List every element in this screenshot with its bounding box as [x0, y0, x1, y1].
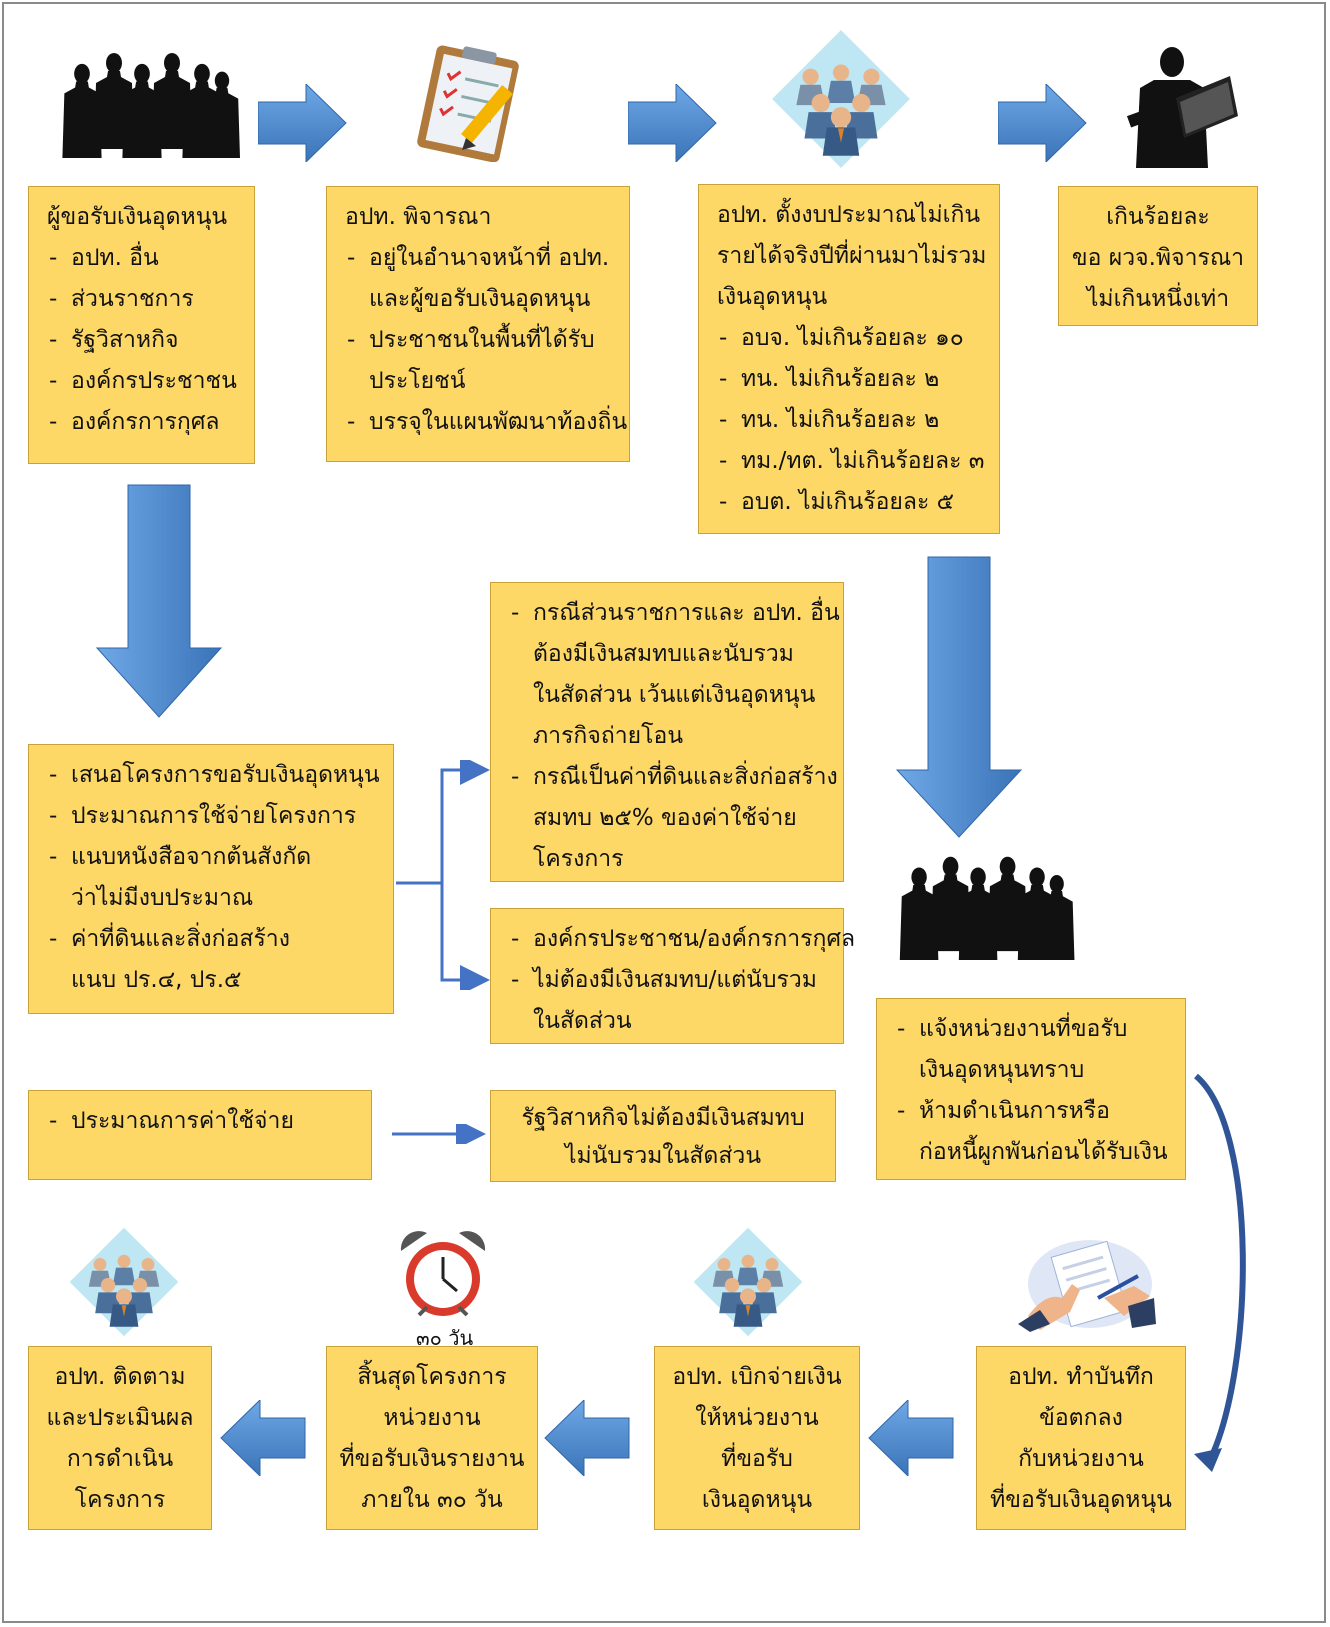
matching-fund-box: กรณีส่วนราชการและ อปท. อื่น ต้องมีเงินสม…: [490, 582, 844, 882]
list-item: ภารกิจถ่ายโอน: [533, 723, 684, 749]
list-item: แจ้งหน่วยงานที่ขอรับ: [895, 1009, 1171, 1050]
box-line: อปท. ทำบันทึก: [1008, 1364, 1154, 1390]
list-item: และผู้ขอรับเงินอุดหนุน: [369, 286, 591, 312]
monitor-evaluate-box: อปท. ติดตาม และประเมินผล การดำเนิน โครงก…: [28, 1346, 212, 1530]
box-line: เงินอุดหนุน: [701, 1487, 813, 1513]
connector-arrow: [392, 1124, 486, 1144]
list-item: ทน. ไม่เกินร้อยละ ๒: [717, 400, 985, 441]
alarm-clock-icon: [395, 1225, 491, 1321]
box-line: ที่ขอรับเงินอุดหนุน: [990, 1487, 1172, 1513]
box-line: เกินร้อยละ: [1106, 204, 1210, 230]
box-line: อปท. ติดตาม: [54, 1364, 186, 1390]
box-line: โครงการ: [74, 1487, 166, 1513]
arrow-right: [628, 84, 718, 162]
list-item: ประมาณการค่าใช้จ่าย: [47, 1101, 357, 1142]
list-item: อปท. อื่น: [47, 238, 240, 279]
list-item: ห้ามดำเนินการหรือ: [895, 1091, 1171, 1132]
list-item: ประมาณการใช้จ่ายโครงการ: [47, 796, 379, 837]
lao-review-box: อปท. พิจารณา อยู่ในอำนาจหน้าที่ อปท. และ…: [326, 186, 630, 462]
list-item: ก่อหนี้ผูกพันก่อนได้รับเงิน: [919, 1139, 1168, 1165]
list-item: ประโยชน์: [369, 368, 466, 394]
list-item: องค์กรการกุศล: [47, 402, 240, 443]
list-item: กรณีเป็นค่าที่ดินและสิ่งก่อสร้าง: [509, 757, 838, 798]
list-item: เสนอโครงการขอรับเงินอุดหนุน: [47, 755, 380, 796]
signing-contract-icon: [1018, 1228, 1156, 1332]
project-proposal-box: เสนอโครงการขอรับเงินอุดหนุน ประมาณการใช้…: [28, 744, 394, 1014]
cost-estimate-box: ประมาณการค่าใช้จ่าย: [28, 1090, 372, 1180]
budget-limit-box: อปท. ตั้งงบประมาณไม่เกิน รายได้จริงปีที่…: [698, 184, 1000, 534]
list-item: สมทบ ๒๕% ของค่าใช้จ่าย: [533, 805, 797, 831]
lao-review-title: อปท. พิจารณา: [345, 204, 492, 230]
box-line: ภายใน ๓๐ วัน: [361, 1487, 503, 1513]
arrow-down: [896, 556, 1022, 838]
businessman-reading-icon: [1110, 40, 1240, 170]
box-line: การดำเนิน: [66, 1446, 174, 1472]
list-item: เงินอุดหนุนทราบ: [919, 1057, 1085, 1083]
box-line: ไม่นับรวมในสัดส่วน: [564, 1143, 762, 1169]
checklist-clipboard-icon: [408, 42, 536, 162]
list-item: อบต. ไม่เกินร้อยละ ๕: [717, 482, 985, 523]
list-item: ส่วนราชการ: [47, 279, 240, 320]
box-line: อปท. เบิกจ่ายเงิน: [672, 1364, 842, 1390]
box-line: ให้หน่วยงาน: [695, 1405, 819, 1431]
list-item: ค่าที่ดินและสิ่งก่อสร้าง: [47, 919, 379, 960]
arrow-down: [96, 484, 222, 718]
box-line: รัฐวิสาหกิจไม่ต้องมีเงินสมทบ: [521, 1105, 805, 1131]
box-line: ข้อตกลง: [1039, 1405, 1123, 1431]
box-line: และประเมินผล: [46, 1405, 194, 1431]
governor-approval-box: เกินร้อยละ ขอ ผวจ.พิจารณา ไม่เกินหนึ่งเท…: [1058, 186, 1258, 326]
notify-agency-box: แจ้งหน่วยงานที่ขอรับ เงินอุดหนุนทราบ ห้า…: [876, 998, 1186, 1180]
mou-box: อปท. ทำบันทึก ข้อตกลง กับหน่วยงาน ที่ขอร…: [976, 1346, 1186, 1530]
box-line: ที่ขอรับ: [721, 1446, 793, 1472]
list-item: ว่าไม่มีงบประมาณ: [71, 885, 254, 911]
arrow-left: [868, 1400, 954, 1476]
arrow-left: [544, 1400, 630, 1476]
list-item: กรณีส่วนราชการและ อปท. อื่น: [509, 593, 840, 634]
arrow-right: [258, 84, 348, 162]
list-item: โครงการ: [533, 846, 624, 872]
community-org-box: องค์กรประชาชน/องค์กรการกุศล ไม่ต้องมีเงิ…: [490, 908, 855, 1044]
state-enterprise-box: รัฐวิสาหกิจไม่ต้องมีเงินสมทบ ไม่นับรวมใน…: [490, 1090, 836, 1182]
requesters-title: ผู้ขอรับเงินอุดหนุน: [47, 204, 228, 230]
list-item: องค์กรประชาชน/องค์กรการกุศล: [509, 919, 855, 960]
budget-title-line: เงินอุดหนุน: [717, 284, 828, 310]
requesters-box: ผู้ขอรับเงินอุดหนุน อปท. อื่น ส่วนราชการ…: [28, 186, 255, 464]
list-item: แนบ ปร.๔, ปร.๕: [71, 967, 242, 993]
list-item: ไม่ต้องมีเงินสมทบ/แต่นับรวม: [509, 960, 829, 1001]
people-silhouette-icon: [888, 842, 1078, 960]
list-item: อบจ. ไม่เกินร้อยละ ๑๐: [717, 318, 985, 359]
team-diamond-icon: [692, 1226, 804, 1338]
people-silhouette-icon: [52, 38, 242, 158]
list-item: ในสัดส่วน เว้นแต่เงินอุดหนุน: [533, 682, 816, 708]
arrow-right: [998, 84, 1088, 162]
team-diamond-icon: [68, 1226, 180, 1338]
list-item: รัฐวิสาหกิจ: [47, 320, 240, 361]
list-item: ในสัดส่วน: [533, 1008, 632, 1034]
curved-arrow: [1194, 1073, 1246, 1472]
team-diamond-icon: [770, 28, 912, 170]
list-item: บรรจุในแผนพัฒนาท้องถิ่น: [345, 402, 627, 443]
budget-title-line: อปท. ตั้งงบประมาณไม่เกิน: [717, 202, 981, 228]
list-item: องค์กรประชาชน: [47, 361, 240, 402]
list-item: ประชาชนในพื้นที่ได้รับ: [345, 320, 615, 361]
branch-connector: [396, 760, 490, 990]
list-item: อยู่ในอำนาจหน้าที่ อปท.: [345, 238, 615, 279]
box-line: กับหน่วยงาน: [1018, 1446, 1144, 1472]
box-line: ที่ขอรับเงินรายงาน: [339, 1446, 525, 1472]
list-item: ต้องมีเงินสมทบและนับรวม: [533, 641, 794, 667]
list-item: ทน. ไม่เกินร้อยละ ๒: [717, 359, 985, 400]
budget-title-line: รายได้จริงปีที่ผ่านมาไม่รวม: [717, 243, 987, 269]
project-end-box: สิ้นสุดโครงการ หน่วยงาน ที่ขอรับเงินรายง…: [326, 1346, 538, 1530]
box-line: สิ้นสุดโครงการ: [357, 1364, 507, 1390]
arrow-left: [220, 1400, 306, 1476]
disbursement-box: อปท. เบิกจ่ายเงิน ให้หน่วยงาน ที่ขอรับ เ…: [654, 1346, 860, 1530]
box-line: ไม่เกินหนึ่งเท่า: [1086, 286, 1230, 312]
list-item: แนบหนังสือจากต้นสังกัด: [47, 837, 379, 878]
box-line: ขอ ผวจ.พิจารณา: [1071, 245, 1245, 271]
list-item: ทม./ทต. ไม่เกินร้อยละ ๓: [717, 441, 985, 482]
box-line: หน่วยงาน: [383, 1405, 481, 1431]
